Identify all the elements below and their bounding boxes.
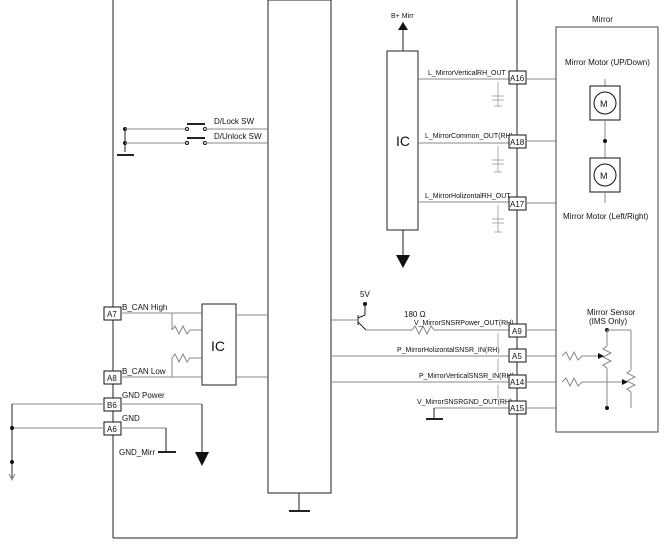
bplus-mirr-label: B+ Mirr [391,13,414,20]
pin-label: A7 [107,310,117,319]
signal-row-A15: V_MirrorSNSRGND_OUT(RH) A15 [417,399,631,420]
wiper-arrow-icon [598,353,604,359]
ground-arrow-icon [195,452,209,466]
gnd-label: GND [122,414,140,423]
resistor-180-label: 180 Ω [404,310,426,319]
pin-label: A18 [510,138,525,147]
signal-label: P_MirrorVerticalSNSR_IN(RH) [419,373,514,380]
signal-label: P_MirrorHolizontalSNSR_IN(RH) [397,347,500,354]
pin-label: A8 [107,374,117,383]
signal-row-A5: P_MirrorHolizontalSNSR_IN(RH) A5 [331,347,562,372]
ground-arrow-icon [396,255,410,268]
bcan-high-label: B_CAN High [122,303,167,312]
five-v-label: 5V [360,290,370,299]
signal-label: L_MirrorVerticalRH_OUT [428,70,507,77]
upper-ic-box [386,50,419,231]
sensor-pot-h [601,345,613,369]
switch-contact [185,141,189,145]
sensor-label-2: (IMS Only) [589,317,628,326]
dunlock-sw-label: D/Unlock SW [214,132,262,141]
connector-pin [508,70,527,85]
motor-m-label: M [600,99,608,109]
bplus-arrow-icon [398,22,408,30]
signal-label: L_MirrorCommon_OUT(RH) [425,133,513,140]
central-bus-block [267,0,332,494]
motor-updown-icon [593,91,617,115]
pin-label: A5 [512,352,522,361]
motor-leftright-icon [593,163,617,187]
sensor-input-resistor [561,350,600,362]
motor-updown-label: Mirror Motor (UP/Down) [565,58,650,67]
upper-ic-label: IC [396,133,410,149]
signal-label: V_MirrorSNSRGND_OUT(RH) [417,399,512,406]
mirror-assembly: Mirror Mirror Motor (UP/Down) Mirror Mot… [555,15,659,433]
signal-row-A9: V_MirrorSNSRPower_OUT(RH) A9 [414,320,607,346]
pin-label: A14 [510,378,525,387]
upper-ic-group: B+ Mirr IC [386,13,419,268]
sensor-pot-v [625,369,637,393]
junction-dot [10,460,14,464]
gnd-power-label: GND Power [122,391,165,400]
pin-label: A16 [510,74,525,83]
resistor-180 [411,324,435,336]
lower-ic-label: IC [211,338,225,354]
motor-common-node [603,139,607,143]
can-low-resistor [171,352,202,364]
can-high-resistor [171,324,202,336]
lock-switch-group: D/Lock SW D/Unlock SW [117,117,268,156]
lower-ic-group: IC A7 B_CAN High A8 B_CAN Low [103,303,268,386]
junction-dot [10,426,14,430]
chassis-ground-icon [8,473,16,482]
sensor-input-resistor [561,376,624,388]
pin-label: A15 [510,404,525,413]
wiper-arrow-icon [622,379,628,385]
ground-group: B6 GND Power A6 GND GND_Mirr [8,391,209,482]
sensor-label-1: Mirror Sensor [587,308,636,317]
dlock-sw-label: D/Lock SW [214,117,254,126]
sensor-power-supply: 5V 180 Ω [331,290,435,336]
signal-label: V_MirrorSNSRPower_OUT(RH) [414,320,514,327]
mirror-label: Mirror [592,15,613,24]
switch-contact [185,127,189,131]
sensor-gnd-node [605,406,609,410]
signal-row-A14: P_MirrorVerticalSNSR_IN(RH) A14 [331,373,562,398]
motor-leftright-label: Mirror Motor (Left/Right) [563,212,649,221]
transistor-collector [357,314,366,319]
transistor-emitter [357,321,367,331]
pin-label: B6 [107,401,117,410]
lower-ic-box [201,303,237,386]
bcan-low-label: B_CAN Low [122,367,166,376]
pin-label: A17 [510,200,525,209]
gnd-mirr-label: GND_Mirr [119,448,155,457]
pin-label: A6 [107,425,117,434]
motor-m-label: M [600,171,608,181]
signal-label: L_MirrorHolizontalRH_OUT [425,193,511,200]
pin-label: A9 [512,327,522,336]
